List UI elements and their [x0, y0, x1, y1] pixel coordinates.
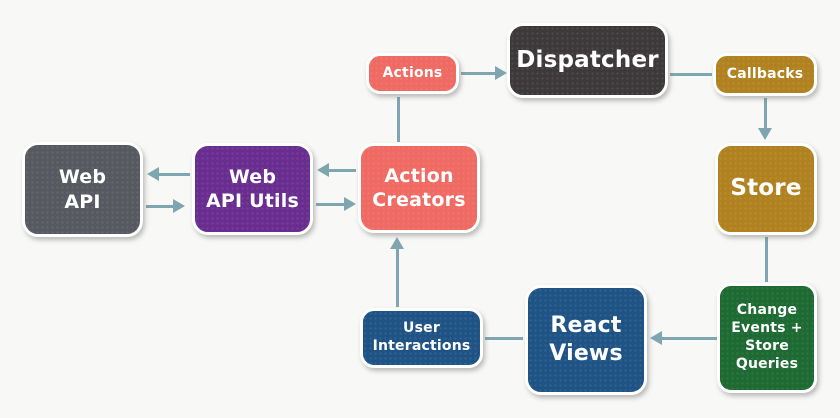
node-user-interactions: User Interactions: [360, 308, 483, 368]
arrow-actions-to-dispatcher-line: [461, 72, 497, 75]
connector-store-to-change-events: [765, 237, 768, 282]
node-action-creators: Action Creators: [358, 143, 480, 233]
node-actions: Actions: [366, 53, 459, 94]
arrow-action-creators-to-web-api-utils-head: [317, 163, 329, 177]
arrow-action-creators-to-web-api-utils-line: [329, 169, 356, 172]
arrow-user-interactions-to-action-creators-line: [396, 249, 399, 307]
arrow-change-events-to-react-views-line: [662, 337, 717, 340]
arrow-web-api-to-web-api-utils-head: [173, 199, 185, 213]
arrow-web-api-utils-to-action-creators-line: [316, 203, 344, 206]
connector-action-creators-to-actions: [397, 97, 400, 142]
node-change-events-store-queries: Change Events + Store Queries: [717, 283, 817, 393]
node-web-api-utils: Web API Utils: [192, 143, 313, 235]
arrow-user-interactions-to-action-creators-head: [390, 237, 404, 249]
connector-react-views-to-user-interactions: [485, 337, 523, 340]
node-store: Store: [715, 143, 817, 235]
node-callbacks: Callbacks: [713, 53, 817, 96]
arrow-web-api-to-web-api-utils-line: [146, 205, 173, 208]
connector-dispatcher-to-callbacks: [670, 73, 712, 76]
node-react-views: React Views: [525, 285, 647, 395]
arrow-change-events-to-react-views-head: [650, 331, 662, 345]
arrow-callbacks-to-store-head: [758, 128, 772, 140]
arrow-web-api-utils-to-web-api-line: [159, 173, 190, 176]
node-web-api: Web API: [22, 142, 143, 237]
node-dispatcher: Dispatcher: [507, 23, 668, 98]
arrow-web-api-utils-to-web-api-head: [147, 167, 159, 181]
arrow-callbacks-to-store-line: [764, 98, 767, 128]
arrow-web-api-utils-to-action-creators-head: [344, 197, 356, 211]
arrow-actions-to-dispatcher-head: [495, 66, 507, 80]
